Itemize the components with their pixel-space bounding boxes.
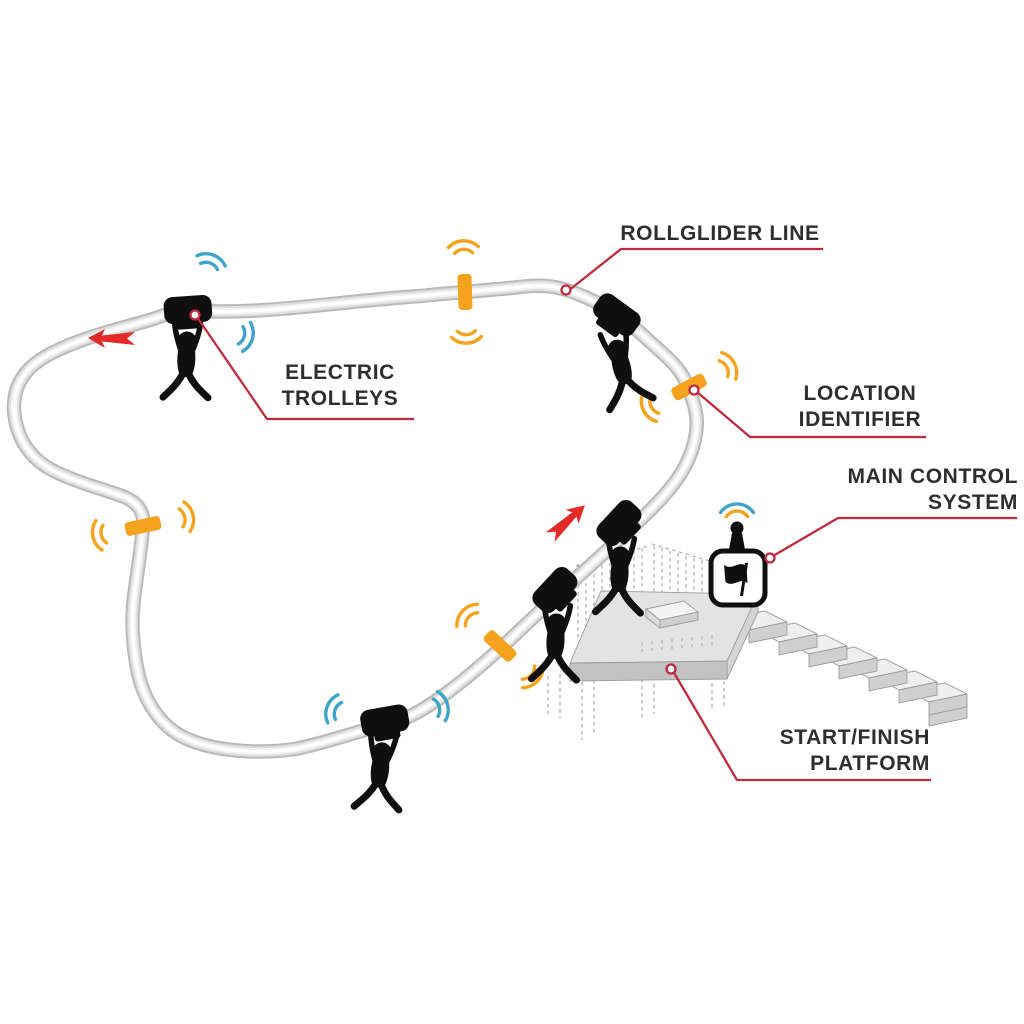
electric-trolleys-leader: [196, 316, 414, 421]
location-identifier-label-line2: IDENTIFIER: [798, 408, 922, 431]
stairs: [725, 610, 969, 727]
start-finish-platform-label-line1: START/FINISH: [779, 726, 930, 749]
start-finish-platform-label: START/FINISH PLATFORM: [732, 725, 930, 777]
rollglider-line-marker: [560, 284, 572, 296]
signal-arcs-icon: [320, 690, 346, 727]
control-signal-orange-arc-icon: [724, 509, 750, 519]
location-identifier-band-left: [88, 498, 198, 554]
electric-trolleys-label: ELECTRIC TROLLEYS: [258, 360, 422, 412]
platform-supports: [547, 660, 725, 740]
electric-trolleys-marker: [189, 309, 201, 321]
main-control-system-label-line2: SYSTEM: [928, 491, 1018, 514]
rollglider-line-label: ROLLGLIDER LINE: [608, 221, 832, 247]
rollglider-line-label-text: ROLLGLIDER LINE: [620, 222, 820, 245]
electric-trolleys-label-line1: ELECTRIC: [285, 361, 395, 384]
signal-arcs-icon: [446, 238, 481, 256]
location-identifier-leader: [696, 391, 926, 439]
location-identifier-label: LOCATION IDENTIFIER: [782, 381, 938, 433]
control-signal-blue-arc-icon: [718, 502, 756, 515]
signal-arcs-icon: [176, 498, 198, 535]
main-control-device: [708, 502, 768, 608]
antenna-ball-icon: [730, 521, 744, 535]
main-control-system-leader: [772, 516, 1017, 557]
start-finish-platform-marker: [665, 663, 677, 675]
location-identifier-label-line1: LOCATION: [803, 382, 917, 405]
start-finish-platform-label-line2: PLATFORM: [810, 752, 930, 775]
main-control-system-label: MAIN CONTROL SYSTEM: [825, 464, 1018, 516]
flag-icon: [724, 563, 748, 596]
location-identifier-marker: [688, 384, 700, 396]
platform-box: [644, 600, 700, 629]
signal-arcs-icon: [714, 348, 743, 384]
rollglider-line-leader: [567, 247, 823, 292]
electric-trolley-icon: [163, 294, 214, 331]
rider-silhouette: [354, 732, 407, 811]
rider-top-right: [586, 289, 653, 410]
rider-top-left: [163, 248, 259, 399]
platform-side-front: [569, 660, 728, 682]
electric-trolley-icon: [358, 703, 412, 744]
location-identifier-band-top: [446, 238, 484, 346]
signal-arcs-icon: [449, 328, 484, 346]
main-control-system-label-line1: MAIN CONTROL: [847, 465, 1018, 488]
electric-trolleys-label-line2: TROLLEYS: [281, 387, 399, 410]
start-finish-platform-leader: [672, 670, 931, 782]
location-identifier-band-right: [635, 348, 743, 426]
main-control-system-marker: [764, 552, 776, 564]
start-finish-platform: [547, 543, 969, 740]
location-identifier-band-incline: [450, 598, 550, 694]
signal-arcs-icon: [450, 598, 484, 633]
label-leaders: [189, 247, 1017, 782]
direction-arrow-incline-icon: [543, 498, 591, 545]
rider-silhouette: [163, 322, 211, 399]
signal-arcs-icon: [235, 319, 259, 355]
signal-arcs-icon: [88, 517, 110, 554]
signal-arcs-icon: [193, 248, 230, 274]
